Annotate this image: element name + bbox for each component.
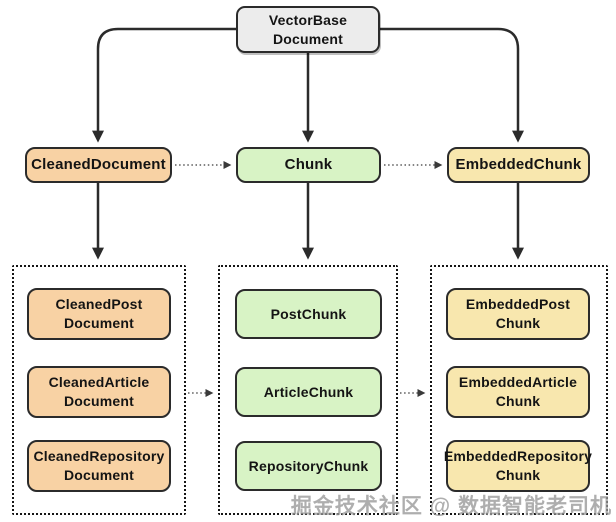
- node-label: Chunk: [284, 155, 333, 173]
- node-cleaned-document: CleanedDocument: [25, 147, 172, 183]
- node-cleaned-repository-document: CleanedRepository Document: [27, 440, 171, 492]
- node-label: Chunk: [495, 315, 541, 331]
- node-label: EmbeddedPost: [465, 296, 571, 313]
- arrow-root-to-embeddedchunk: [380, 27, 524, 143]
- node-post-chunk: PostChunk: [235, 289, 382, 339]
- node-label: Chunk: [495, 467, 541, 483]
- node-embedded-repository-chunk: EmbeddedRepository Chunk: [443, 440, 593, 492]
- watermark-text: 掘金技术社区 @ 数据智能老司机: [290, 495, 612, 518]
- group-cleaned-documents: [12, 265, 186, 515]
- node-cleaned-post-document: CleanedPost Document: [27, 288, 171, 340]
- node-embedded-article-chunk: EmbeddedArticle Chunk: [446, 366, 590, 418]
- node-repository-chunk: RepositoryChunk: [235, 441, 382, 491]
- node-chunk: Chunk: [236, 147, 381, 183]
- node-label: EmbeddedArticle: [458, 374, 578, 391]
- node-label: EmbeddedRepository: [443, 448, 593, 465]
- node-label: ArticleChunk: [263, 383, 354, 400]
- node-label: EmbeddedChunk: [455, 155, 582, 173]
- node-vectorbase-document: VectorBase Document: [236, 6, 380, 53]
- node-label: CleanedDocument: [31, 155, 166, 173]
- group-embedded-chunks: [430, 265, 608, 515]
- group-chunks: [218, 265, 398, 515]
- arrow-root-to-cleaneddocument: [92, 27, 236, 143]
- node-label: CleanedPost: [55, 296, 143, 313]
- node-embedded-chunk: EmbeddedChunk: [447, 147, 590, 183]
- node-embedded-post-chunk: EmbeddedPost Chunk: [446, 288, 590, 340]
- node-label: Document: [63, 467, 135, 483]
- node-article-chunk: ArticleChunk: [235, 367, 382, 417]
- node-label: RepositoryChunk: [248, 457, 369, 474]
- node-label: Document: [63, 393, 135, 409]
- node-label: VectorBase: [268, 11, 348, 28]
- node-label: CleanedArticle: [48, 374, 150, 391]
- node-cleaned-article-document: CleanedArticle Document: [27, 366, 171, 418]
- node-label: Document: [63, 315, 135, 331]
- node-label: CleanedRepository: [33, 448, 165, 465]
- node-label: Document: [272, 30, 344, 47]
- node-label: PostChunk: [270, 305, 347, 322]
- node-label: Chunk: [495, 393, 541, 409]
